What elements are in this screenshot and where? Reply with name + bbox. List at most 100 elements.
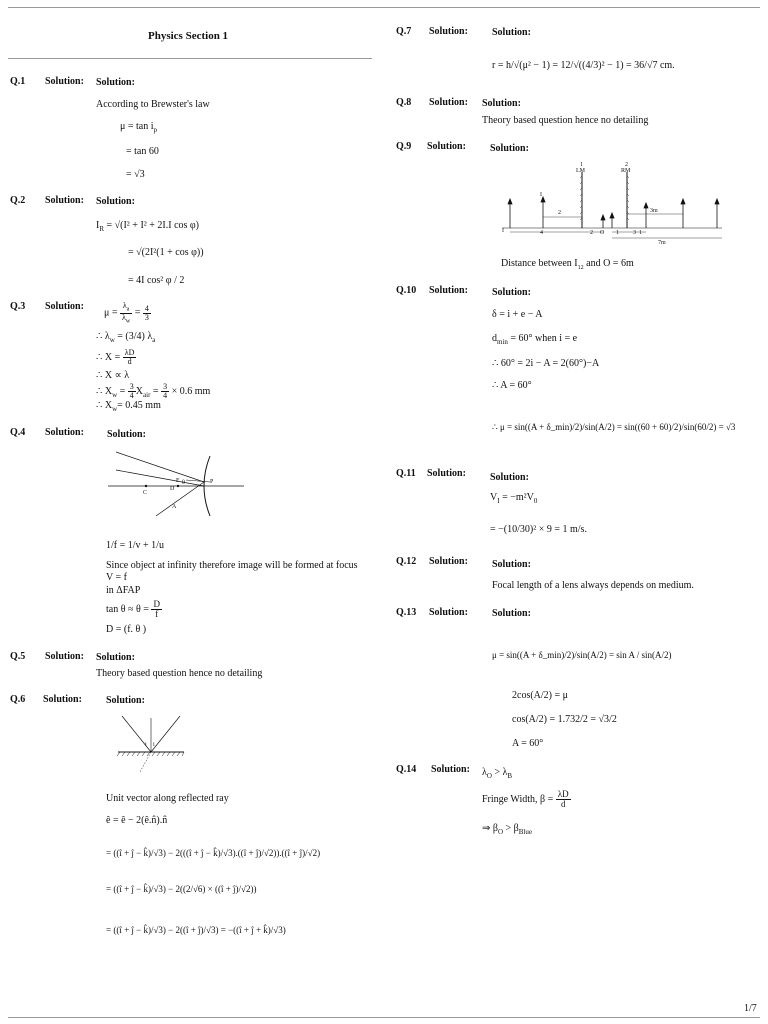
q4-label-p: P <box>210 479 214 485</box>
bottom-rule <box>8 1017 760 1018</box>
q14-solution-label: Solution: <box>431 764 470 775</box>
q9-label-i: I <box>540 192 542 198</box>
q5-solution-heading: Solution: <box>96 652 135 663</box>
q2-solution-label: Solution: <box>45 195 84 206</box>
q11-line2: = −(10/30)² × 9 = 1 m/s. <box>490 524 587 535</box>
q2-number: Q.2 <box>10 195 26 206</box>
q13-line3: cos(A/2) = 1.732/2 = √3/2 <box>512 714 617 725</box>
page-title: Physics Section 1 <box>148 30 229 42</box>
q9-mirror-figure: 1 LM 2 RM I I 2 4 2 O 1 3m 3 1 7m <box>502 162 722 246</box>
q13-line1: μ = sin((A + δ_min)/2)/sin(A/2) = sin A … <box>492 650 672 660</box>
title-rule <box>8 58 372 59</box>
q12-number: Q.12 <box>396 556 417 567</box>
q6-line2: ê = ê − 2(ê.n̂).n̂ <box>106 815 168 826</box>
q4-solution-heading: Solution: <box>107 429 146 440</box>
q9-rm-number: 2 <box>625 162 628 168</box>
q9-dim-1: 1 <box>616 230 619 236</box>
q1-line2: μ = tan ip <box>120 121 157 134</box>
q9-dim-2: 2 <box>558 210 561 216</box>
q12-line1: Focal length of a lens always depends on… <box>492 580 694 591</box>
q11-number: Q.11 <box>396 468 416 479</box>
q13-solution-heading: Solution: <box>492 608 531 619</box>
q7-number: Q.7 <box>396 26 412 37</box>
q13-number: Q.13 <box>396 607 417 618</box>
q5-number: Q.5 <box>10 651 26 662</box>
q9-dim-7m: 7m <box>658 240 666 246</box>
q10-line2: dmin = 60° when i = e <box>492 333 578 346</box>
q8-solution-label: Solution: <box>429 97 468 108</box>
q4-number: Q.4 <box>10 427 26 438</box>
top-rule <box>8 7 760 8</box>
q4-line3: V = f <box>106 572 128 583</box>
q8-line1: Theory based question hence no detailing <box>482 115 649 126</box>
q13-line2: 2cos(A/2) = μ <box>512 690 568 701</box>
page-number: 1/7 <box>744 1003 757 1014</box>
q3-solution-label: Solution: <box>45 301 84 312</box>
q8-number: Q.8 <box>396 97 412 108</box>
q13-solution-label: Solution: <box>429 607 468 618</box>
q4-line1: 1/f = 1/v + 1/u <box>106 540 164 551</box>
q10-solution-label: Solution: <box>429 285 468 296</box>
q6-reflection-figure: i i <box>116 715 185 773</box>
q2-line1: IR = √(I² + I² + 2I.I cos φ) <box>96 220 200 233</box>
q9-lm-number: 1 <box>580 162 583 168</box>
q3-line2: ∴ λw = (3/4) λa <box>96 331 156 344</box>
q9-dim-2b: 2 <box>590 230 593 236</box>
q2-solution-heading: Solution: <box>96 196 135 207</box>
q2-line3: = 4I cos² φ / 2 <box>128 275 185 286</box>
q4-line2: Since object at infinity therefore image… <box>106 560 358 571</box>
q11-solution-label: Solution: <box>427 468 466 479</box>
q1-solution-label: Solution: <box>45 76 84 87</box>
q12-solution-label: Solution: <box>429 556 468 567</box>
q1-line3: = tan 60 <box>126 146 159 157</box>
q6-line4: = ((î + ĵ − k̂)/√3) − 2((2/√6) × ((î + ĵ… <box>106 884 257 894</box>
q9-number: Q.9 <box>396 141 412 152</box>
q9-dim-o: O <box>600 230 605 236</box>
q3-number: Q.3 <box>10 301 26 312</box>
q11-line1: VI = −m²V0 <box>490 492 538 505</box>
q11-solution-heading: Solution: <box>490 472 529 483</box>
q10-line3: ∴ 60° = 2i − A = 2(60°)−A <box>492 358 600 369</box>
q6-line3: = ((î + ĵ − k̂)/√3) − 2(((î + ĵ − k̂)/√3… <box>106 848 321 858</box>
q9-solution-heading: Solution: <box>490 143 529 154</box>
q5-solution-label: Solution: <box>45 651 84 662</box>
q14-line3: ⇒ βO > βBlue <box>482 823 532 836</box>
q10-line4: ∴ A = 60° <box>492 380 532 391</box>
q7-line1: r = h/√(μ² − 1) = 12/√((4/3)² − 1) = 36/… <box>492 60 675 71</box>
q6-line5: = ((î + ĵ − k̂)/√3) − 2((î + ĵ)/√3) = −(… <box>106 925 286 935</box>
q8-solution-heading: Solution: <box>482 98 521 109</box>
q4-label-theta: θ <box>182 480 185 486</box>
q1-line1: According to Brewster's law <box>96 99 210 110</box>
q4-solution-label: Solution: <box>45 427 84 438</box>
q4-label-d: D <box>170 486 175 492</box>
q4-mirror-figure: C D F θ P A <box>108 451 244 517</box>
q14-number: Q.14 <box>396 764 417 775</box>
q13-line4: A = 60° <box>512 738 544 749</box>
q6-line1: Unit vector along reflected ray <box>106 793 229 804</box>
q7-solution-label: Solution: <box>429 26 468 37</box>
q9-line1: Distance between I12 and O = 6m <box>501 258 634 271</box>
q12-solution-heading: Solution: <box>492 559 531 570</box>
q9-lm-label: LM <box>576 168 586 174</box>
q14-line1: λO > λB <box>482 767 513 780</box>
q4-line4: in ΔFAP <box>106 585 141 596</box>
q4-label-c: C <box>143 490 147 496</box>
q9-solution-label: Solution: <box>427 141 466 152</box>
q1-line4: = √3 <box>126 169 145 180</box>
q6-label-i1: i <box>145 742 147 748</box>
q10-solution-heading: Solution: <box>492 287 531 298</box>
q9-dim-3: 3 <box>633 230 636 236</box>
q10-line1: δ = i + e − A <box>492 309 543 320</box>
q3-line6: ∴ Xw= 0.45 mm <box>96 400 161 413</box>
q10-line5: ∴ μ = sin((A + δ_min)/2)/sin(A/2) = sin(… <box>492 422 736 432</box>
q5-line1: Theory based question hence no detailing <box>96 668 263 679</box>
q9-dim-4: 4 <box>540 230 543 236</box>
q7-solution-heading: Solution: <box>492 27 531 38</box>
q2-line2: = √(2I²(1 + cos φ)) <box>128 247 204 258</box>
q6-solution-heading: Solution: <box>106 695 145 706</box>
q6-solution-label: Solution: <box>43 694 82 705</box>
